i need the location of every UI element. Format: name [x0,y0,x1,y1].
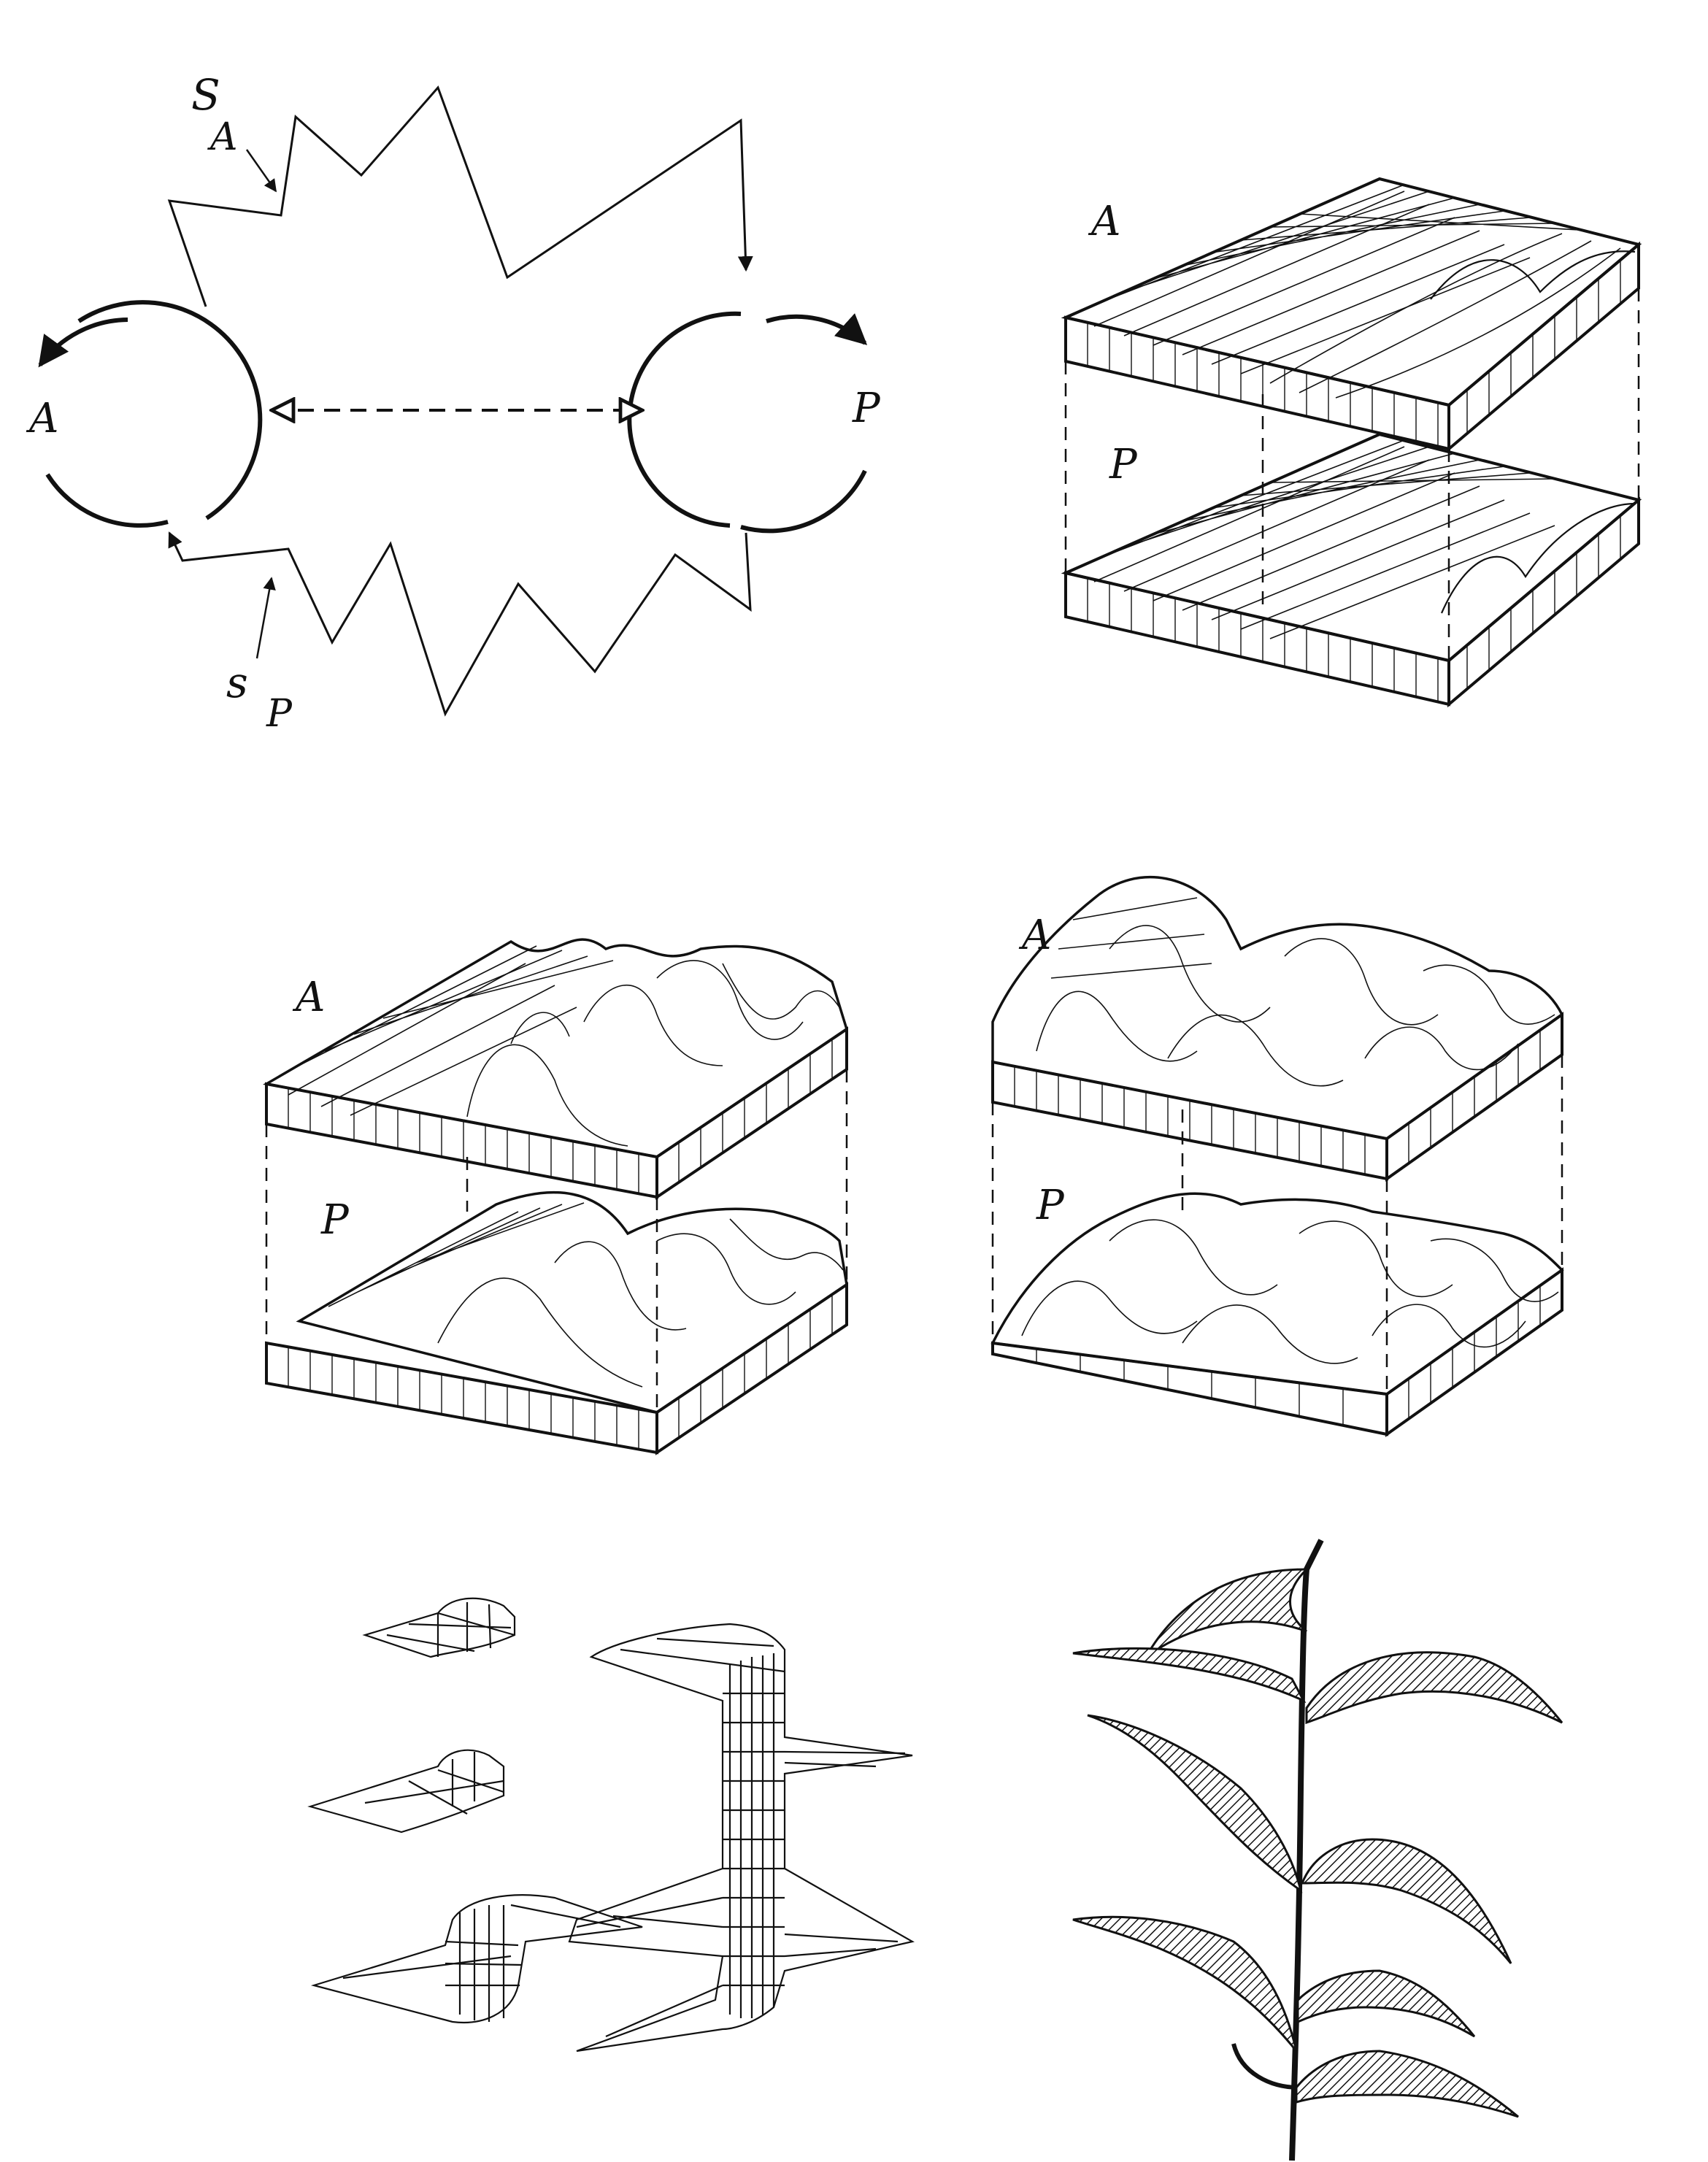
label-surface-p-late: P [1036,1182,1065,1229]
label-sp-sub: P [266,692,293,736]
label-surface-p-early: P [320,1196,350,1244]
leaf-upper-right [1305,1651,1563,1725]
leaf-middle-right [1300,1838,1512,1964]
leaf-lower-right [1296,1969,1476,2038]
small-disc-middle [307,1749,505,1834]
label-surface-a-late: A [1018,912,1051,959]
label-sa-sub: A [207,115,238,159]
leaf-bottom-right [1295,2050,1519,2118]
leaf-top-left [1145,1568,1309,1658]
leaf-middle-left [1087,1714,1303,1893]
circle-p-rotation-arrow [766,313,868,345]
sp-pointer [255,577,276,659]
panel-feedback-loop: S A A P s P [26,70,881,736]
layer-a-bump [1430,250,1636,300]
panel-two-layer-surface-late: A P [990,875,1564,1437]
surface-a-late [991,875,1564,1182]
surface-a-early [263,938,849,1200]
signal-sp-zigzag [168,531,752,717]
small-disc-top [362,1597,516,1658]
label-s-upper: S [191,70,220,120]
panel-two-layer-surface-early: A P [263,938,849,1455]
signal-sa-zigzag [167,85,753,307]
circle-p [627,311,742,528]
panel-leaf-branch [1072,1539,1563,2161]
circle-a [77,300,263,520]
label-a-circle: A [26,395,58,442]
label-s-lower: s [226,658,248,707]
panel-two-layer-grid-flat: A P [1061,177,1642,708]
label-layer-p: P [1109,441,1138,488]
leaf-lower-left [1072,1915,1298,2052]
leaves [1072,1568,1563,2118]
branch-stem [1289,1539,1324,2161]
label-p-circle: P [852,385,881,432]
label-surface-a-early: A [292,974,325,1021]
panel-branching-isosurface [307,1597,915,2053]
side-twig [1231,2043,1300,2090]
circle-p-lower-arc [740,469,867,534]
layer-p-slab [1061,432,1642,708]
slab-dashed-connectors [1064,288,1640,661]
label-layer-a: A [1088,198,1120,245]
circle-a-rotation-arrow [38,318,128,368]
layer-a-grid [1093,184,1621,399]
leaf-upper-left [1072,1647,1307,1704]
surface-p-late [990,1192,1564,1437]
layer-a-slab [1061,177,1642,453]
large-branching-column [568,1623,915,2053]
surface-p-early [265,1190,848,1455]
circle-a-lower-arc [45,473,169,528]
sa-pointer [245,149,277,193]
